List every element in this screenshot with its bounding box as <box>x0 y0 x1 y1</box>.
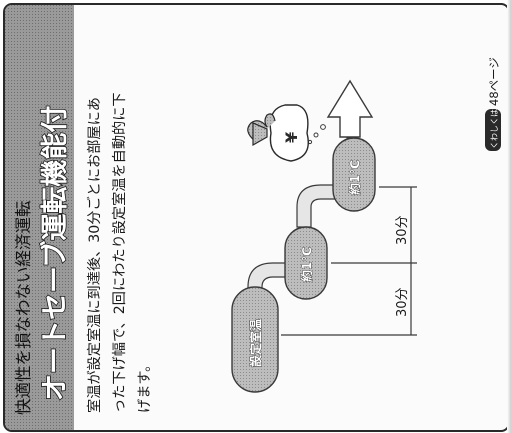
rising-arrow <box>326 79 374 138</box>
stage-2-pill <box>284 226 328 300</box>
stage-1-label: 設定室温 <box>248 319 263 367</box>
thought-dot-2 <box>313 132 319 138</box>
body-text-line-3: げます。 <box>137 358 153 413</box>
page-title: オートセーブ運転機能付 <box>39 106 71 401</box>
page-edge-shadow <box>507 0 511 433</box>
stage-1-pill <box>231 286 279 393</box>
reference-page[interactable]: 48ページ <box>487 57 501 106</box>
reference-badge[interactable] <box>485 109 501 151</box>
reference-badge-label[interactable]: くわしくは <box>490 109 499 149</box>
body-text-line-2: った下げ幅で、2回にわたり設定室温を自動的に下 <box>111 92 128 413</box>
feature-illustration: 快適性を損なわない経済運転 オートセーブ運転機能付 室温が設定室温に到達後、30… <box>5 5 501 430</box>
stage-2-label: 約1℃ <box>299 247 314 282</box>
interval-label-2: 30分 <box>395 215 410 245</box>
feature-card: 快適性を損なわない経済運転 オートセーブ運転機能付 室温が設定室温に到達後、30… <box>3 3 510 432</box>
money-bag-icon: ¥ <box>247 104 309 162</box>
stage-3-label: 約1℃ <box>347 160 362 195</box>
stage-3-pill <box>332 137 376 212</box>
thought-dot-1 <box>320 124 326 130</box>
body-text-line-1: 室温が設定室温に到達後、30分ごとにお部屋にあ <box>86 97 103 413</box>
money-bag-label: ¥ <box>282 132 301 143</box>
interval-label-1: 30分 <box>395 287 410 317</box>
page-subtitle: 快適性を損なわない経済運転 <box>14 201 33 416</box>
header-band <box>5 5 74 430</box>
